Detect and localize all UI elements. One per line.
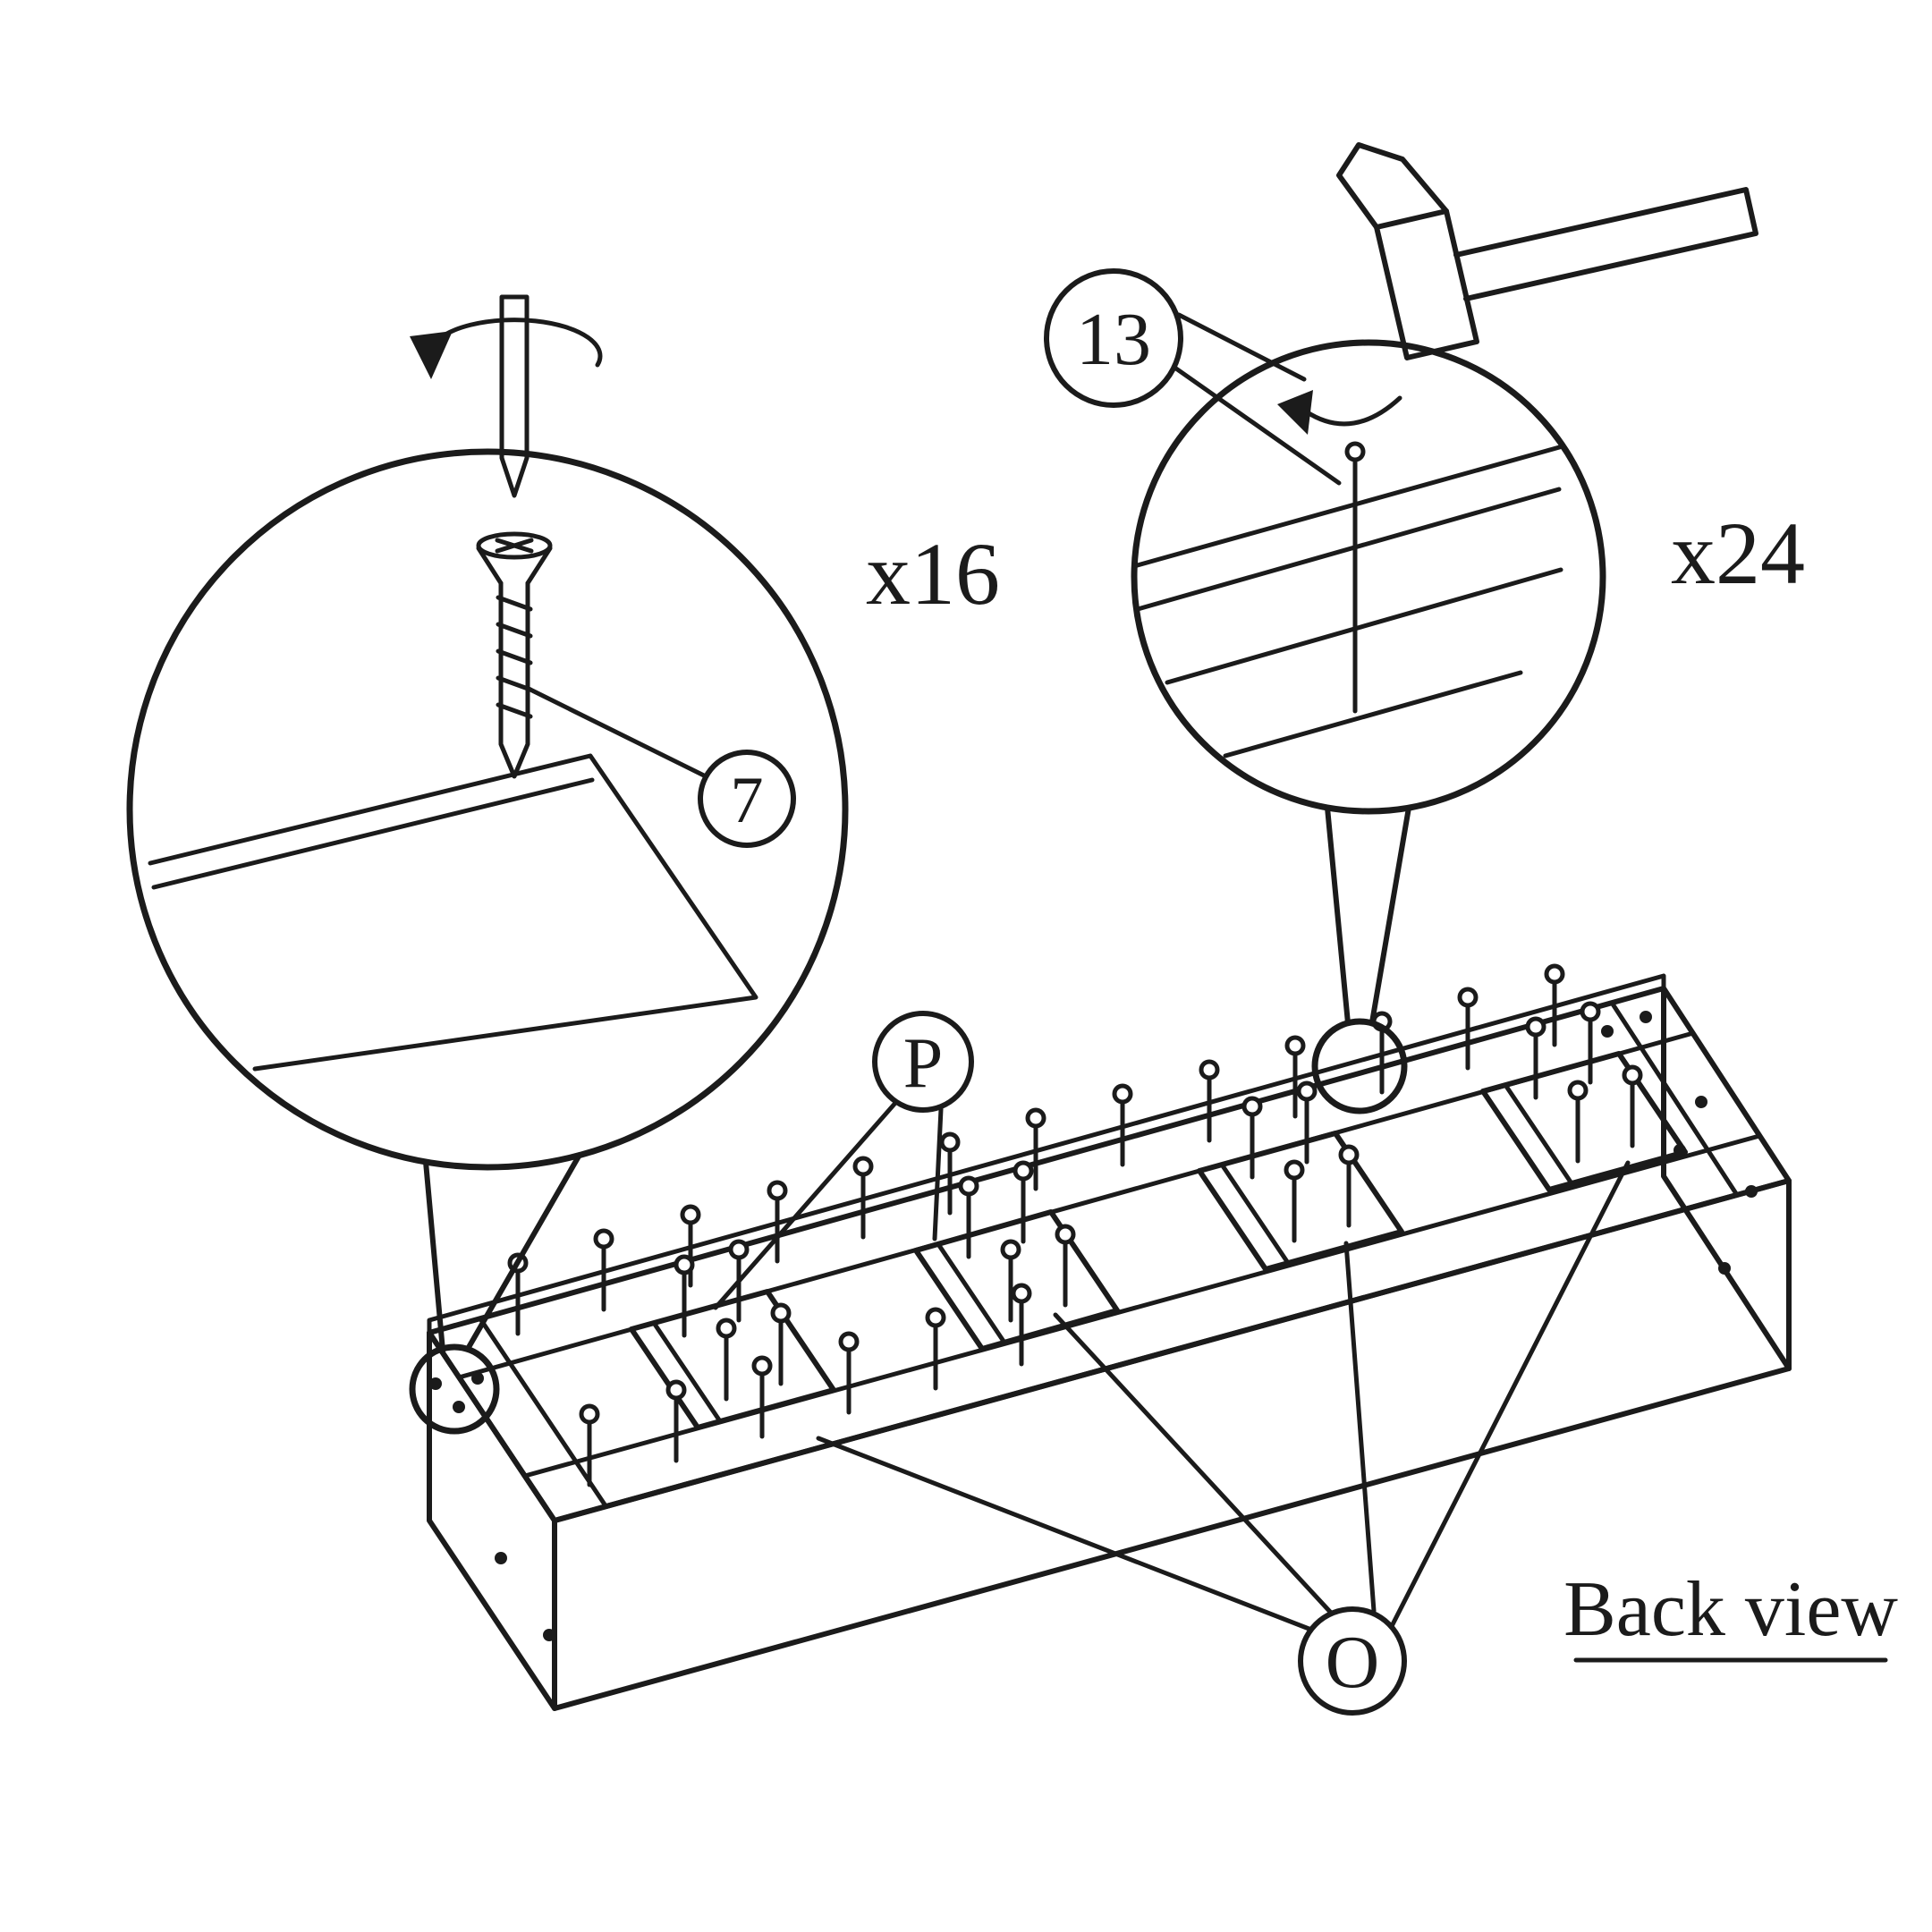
screw-dot [1601,1025,1614,1038]
screw-head-slot [495,538,534,554]
hammer-motion-arrowhead [1277,390,1313,435]
part-13-callout: 13 [1044,268,1342,486]
screw-cone [476,546,553,586]
nail-marker [1286,1162,1302,1241]
top-face [427,986,1792,1523]
screw-detail-callout: 7 x16 [126,294,1000,1435]
nail-marker [1003,1241,1019,1320]
nail-marker [773,1305,789,1384]
driver-shaft [499,294,530,498]
nail-marker [668,1382,684,1461]
hammer-claw [1336,142,1449,230]
rotation-arrow-icon [410,294,603,498]
screw-dot [1695,1096,1707,1108]
screw-icon [476,531,553,779]
nail-marker [754,1358,770,1436]
hammer-icon [1277,142,1758,435]
screw-detail-circle [126,448,849,1171]
nail-marker [841,1334,857,1412]
magnifier-tail-left [423,1152,582,1353]
furniture-back-frame [427,966,1792,1711]
slat-3 [1197,1131,1404,1272]
nail-head [1344,441,1366,462]
hammer-handle [1453,187,1758,301]
nail-marker [1057,1226,1073,1305]
screw-dot [1640,1011,1652,1023]
screw-threads [496,595,533,719]
part-13-circle [1044,268,1183,408]
screw-dot [429,1377,442,1390]
nail-marker [676,1257,692,1335]
nail-marker [961,1178,977,1257]
slat-3-edge [1219,1162,1291,1266]
back-view-text: Back view [1563,1566,1898,1653]
nail-target-circle [1311,1018,1408,1114]
slat-4-edge [1503,1082,1574,1186]
part-p-letter: P [903,1024,944,1103]
screw-dot [453,1401,465,1413]
screw-position-dots [429,1011,1758,1641]
board-corner-lines [148,753,758,1072]
slat-1 [629,1289,836,1430]
nail-detail-circle [1131,339,1606,815]
screw-dot [495,1552,507,1564]
nail-marker [1582,1004,1598,1082]
rotation-arc [428,318,603,368]
part-7-number: 7 [731,764,764,837]
magnifier-tail-right [1325,805,1411,1026]
nail-icon [1344,441,1366,714]
screw-dot [1745,1185,1758,1198]
slat-2-edge [936,1241,1007,1345]
part-7-leader [526,686,708,779]
screw-dot [1718,1262,1731,1275]
p-leader-lines [713,1099,944,1310]
part-13-number: 13 [1076,298,1151,381]
nail-marker [1528,1019,1544,1097]
hammer-motion-arc [1303,395,1402,427]
nail-group-slats [676,1004,1640,1399]
quantity-x16-label: x16 [866,524,1000,623]
o-callout-circle [1298,1606,1407,1716]
screw-dot [1674,1144,1686,1157]
slat-1-edge [651,1320,723,1424]
nail-marker [1015,1163,1031,1241]
nail-row-back-rail [510,966,1563,1334]
frame-inner-lines [456,1000,1762,1507]
rail-lines [1131,444,1565,758]
nail-marker [1570,1082,1586,1161]
back-view-label: Back view [1563,1566,1898,1663]
part-7-callout: 7 [526,686,796,848]
nail-marker [928,1309,944,1388]
right-end-face [1661,986,1792,1371]
part-13-leaders [1171,312,1342,486]
nail-marker [1624,1067,1640,1146]
quantity-x24-label: x24 [1671,504,1805,603]
screw-dot [471,1372,484,1385]
nail-marker [1244,1098,1260,1177]
part-o-callout: O [816,1160,1631,1716]
nail-detail-callout: 13 x24 [1044,142,1805,1114]
slat-2 [913,1209,1120,1352]
part-o-letter: O [1326,1621,1380,1704]
left-end-face [427,1330,557,1711]
slat-4 [1480,1051,1688,1192]
part-p-callout: P [713,1011,974,1310]
nail-marker [718,1320,734,1399]
nail-marker [1013,1285,1030,1364]
screw-dot [543,1629,555,1641]
o-leader-lines [816,1160,1631,1632]
screw-target-circle [409,1343,500,1435]
nail-marker [1341,1147,1357,1225]
rotation-arrowhead [410,331,453,379]
part-7-circle [698,750,796,848]
hammer-head [1374,208,1479,360]
p-callout-circle [872,1011,974,1113]
nail-marker [1299,1083,1315,1162]
